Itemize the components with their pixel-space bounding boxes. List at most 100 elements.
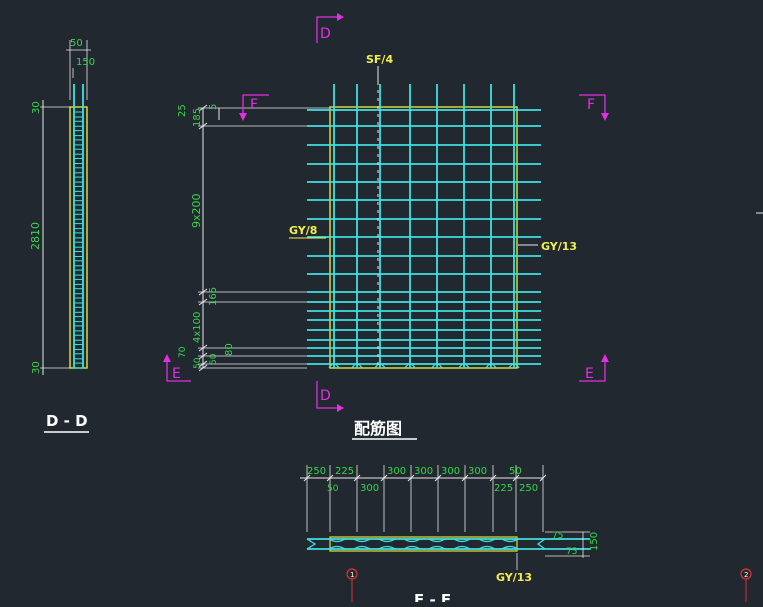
cut-marker-e-left[interactable]: E: [163, 354, 191, 382]
dd-stirrup: [73, 334, 84, 341]
dim-tick: [198, 298, 208, 306]
section-cut-markers: D D F F E E: [163, 13, 609, 412]
dim-tick: [489, 474, 497, 482]
rebar-hook: [328, 363, 340, 369]
dd-stirrup: [73, 344, 84, 350]
dd-stirrup: [73, 316, 84, 323]
dim-tick: [326, 474, 334, 482]
rebar-hook: [431, 363, 443, 369]
rebar-hook: [351, 363, 363, 369]
ee-rebar-link: [453, 538, 471, 550]
ee-dim-top-3: 300: [414, 466, 433, 477]
ee-dim-top-6: 50: [509, 466, 522, 477]
ee-dim-top-0: 250: [307, 466, 326, 477]
dd-stirrup: [73, 223, 84, 230]
dd-stirrup: [73, 241, 84, 248]
dim-tick: [198, 104, 208, 112]
rebar-hook: [458, 363, 470, 369]
ee-dim-bottom-2: 225: [494, 483, 513, 494]
plan-dim-80: 80: [224, 343, 235, 356]
dim-tick: [434, 474, 442, 482]
dd-dim-30-top: 30: [31, 101, 42, 114]
svg-text:F: F: [587, 97, 595, 113]
ee-dim-bottom-1: 300: [360, 483, 379, 494]
section-ee-body: [300, 465, 590, 570]
rebar-label-gy13-ee: GY/13: [496, 571, 532, 584]
ee-end-right: [536, 538, 546, 550]
dim-tick: [512, 474, 520, 482]
ee-rebar-link: [478, 538, 496, 550]
section-dd-title: D - D: [46, 412, 88, 430]
dd-stirrup: [73, 148, 84, 155]
cut-marker-e-right[interactable]: E: [579, 354, 609, 382]
dd-stirrup: [73, 167, 84, 174]
ee-dim-bottom-3: 250: [519, 483, 538, 494]
rebar-hook: [374, 363, 386, 369]
dim-tick: [303, 474, 311, 482]
dd-stirrup: [73, 185, 84, 192]
dd-stirrup: [73, 306, 84, 313]
cut-marker-d-top[interactable]: D: [316, 13, 344, 43]
dd-stirrup: [73, 158, 84, 164]
dd-dim-50: 50: [70, 38, 83, 49]
plan-rebar-grid: [198, 66, 541, 372]
rebar-hook: [508, 363, 520, 369]
ee-dim-right-150: 150: [589, 532, 600, 551]
plan-dim-5: 5: [208, 104, 219, 110]
ee-dim-bottom-0: 50: [327, 484, 339, 494]
rebar-label-gy13: GY/13: [541, 240, 577, 253]
dim-tick: [461, 474, 469, 482]
cut-marker-f-right[interactable]: F: [579, 94, 609, 121]
ee-dim-top-5: 300: [468, 466, 487, 477]
cut-marker-f-left[interactable]: F: [239, 94, 269, 121]
dim-tick: [539, 474, 547, 482]
dd-stirrup: [73, 130, 84, 137]
plan-dim-50a: 50: [193, 357, 203, 369]
ee-rebar-link: [328, 538, 346, 550]
plan-dim-70: 70: [178, 346, 188, 358]
dd-stirrup: [73, 139, 84, 146]
dim-tick: [198, 122, 208, 130]
dd-stirrup: [73, 251, 84, 257]
dd-stirrup: [73, 353, 84, 360]
section-dd-body: [40, 40, 91, 375]
plan-dim-165: 165: [208, 287, 219, 306]
dim-tick: [198, 364, 208, 372]
dd-stirrup: [73, 176, 84, 183]
svg-text:E: E: [172, 366, 181, 382]
ee-rebar-link: [353, 538, 371, 550]
dd-stirrup: [73, 195, 84, 202]
plan-dim-9x200: 9x200: [190, 193, 203, 228]
ee-dim-top-4: 300: [441, 466, 460, 477]
ee-dim-right-75b: 75: [566, 547, 577, 557]
svg-text:D: D: [320, 388, 331, 404]
dd-stirrup: [73, 325, 84, 332]
plan-dim-4x100: 4x100: [192, 312, 203, 343]
plan-title: 配筋图: [354, 419, 402, 438]
dd-stirrup: [73, 297, 84, 304]
dd-stirrup: [73, 288, 84, 295]
ee-dim-right-75: 75: [552, 531, 563, 541]
section-ee: 250 225 300 300 300 300 50 50 300 225 25…: [300, 465, 600, 607]
grid-bubble-2[interactable]: 2: [740, 568, 752, 602]
dim-tick: [198, 360, 208, 368]
ee-rebar-link: [403, 538, 421, 550]
rebar-label-gy8: GY/8: [289, 224, 317, 237]
svg-text:F: F: [250, 97, 258, 113]
section-dd: 50 150 30 2810 30 D - D: [29, 38, 95, 433]
dd-stirrup: [73, 362, 84, 369]
dd-stirrup: [73, 278, 84, 285]
svg-text:2: 2: [744, 571, 748, 579]
section-ee-title: E - E: [414, 591, 451, 602]
dd-stirrup: [73, 269, 84, 276]
dd-stirrup: [73, 111, 84, 118]
ee-dim-top-1: 225: [335, 466, 354, 477]
dd-dim-150: 150: [76, 57, 95, 68]
dim-tick: [198, 344, 208, 352]
grid-bubble-1[interactable]: 1: [346, 568, 358, 602]
cut-marker-d-bottom[interactable]: D: [316, 381, 344, 412]
ee-rebar-link: [378, 538, 396, 550]
dd-stirrup: [73, 213, 84, 220]
ee-outline: [329, 536, 518, 552]
